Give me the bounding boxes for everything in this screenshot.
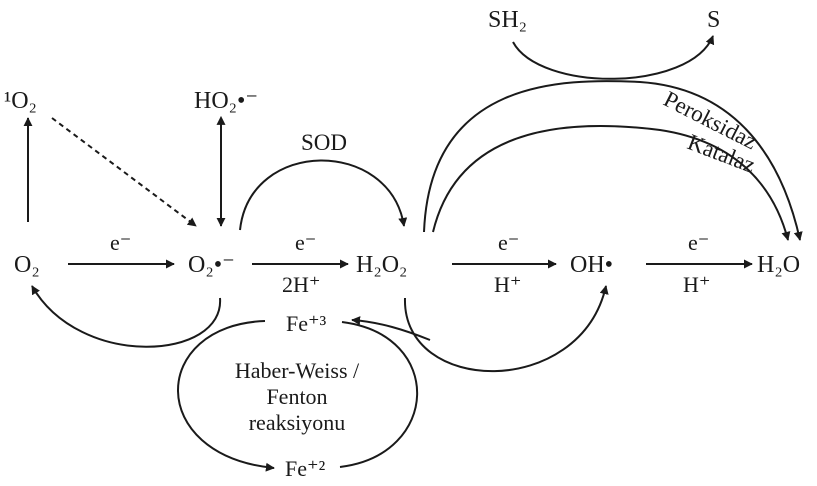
label-protons-superoxide-h2o2: 2H⁺ [282, 272, 321, 297]
node-ferric-iron: Fe⁺³ [286, 311, 327, 336]
arrow-to-ferric-iron [351, 316, 431, 341]
label-electron-oh-water: e⁻ [688, 230, 709, 255]
label-electron-superoxide-h2o2: e⁻ [295, 230, 316, 255]
node-oxygen: O₂ [14, 252, 40, 278]
node-superoxide: O₂•⁻ [188, 252, 235, 278]
arrow-sulfide-to-sulfur [512, 35, 715, 80]
cycle-ellipse-right [339, 321, 419, 468]
label-electron-h2o2-oh: e⁻ [498, 230, 519, 255]
node-water: H₂O [757, 252, 800, 278]
label-cycle-line-2: Fenton [266, 384, 327, 409]
arrow-cycle-to-ferrous [177, 320, 275, 472]
arrow-superoxide-to-oxygen [31, 285, 222, 348]
node-hydroperoxyl: HO₂•⁻ [194, 88, 258, 114]
node-hydrogen-peroxide: H₂O₂ [356, 252, 407, 278]
arrow-h2o2-to-hydroxyl-loop [403, 285, 609, 373]
label-electron-o2-superoxide: e⁻ [110, 230, 131, 255]
label-proton-h2o2-oh: H⁺ [494, 272, 522, 297]
node-hydrogen-sulfide: SH₂ [488, 7, 527, 33]
node-hydroxyl-radical: OH• [570, 252, 613, 278]
label-cycle-line-1: Haber-Weiss / [235, 358, 360, 383]
arrow-catalase-arc [432, 124, 791, 241]
node-singlet-oxygen: ¹O₂ [4, 88, 37, 114]
arrow-sod-arc [239, 159, 408, 231]
node-ferrous-iron: Fe⁺² [285, 456, 326, 481]
label-proton-oh-water: H⁺ [683, 272, 711, 297]
arrow-peroxidase-arc [423, 80, 803, 241]
node-sulfur: S [707, 7, 720, 33]
arrow-singlet-to-superoxide-dashed [51, 117, 197, 227]
label-cycle-line-3: reaksiyonu [249, 410, 346, 435]
label-sod-enzyme: SOD [301, 130, 347, 155]
